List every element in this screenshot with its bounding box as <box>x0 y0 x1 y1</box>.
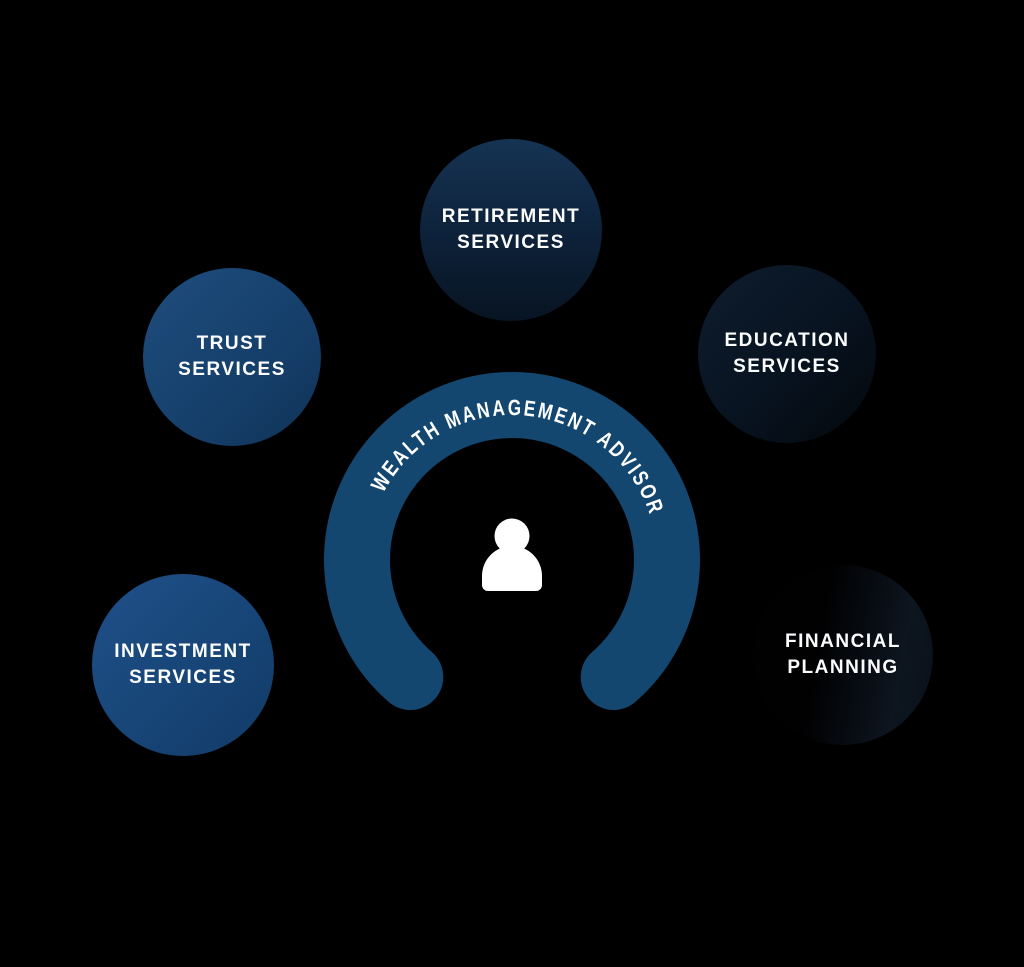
node-label: TRUST SERVICES <box>178 331 286 383</box>
node-label-line: FINANCIAL <box>785 631 901 652</box>
node-label: EDUCATION SERVICES <box>724 328 849 380</box>
node-label: FINANCIAL PLANNING <box>785 629 901 681</box>
node-label-line: RETIREMENT <box>441 206 581 227</box>
advisor-arc-ring <box>324 372 700 710</box>
node-label: RETIREMENT SERVICES <box>442 204 581 256</box>
node-investment-services: INVESTMENT SERVICES <box>92 574 274 756</box>
node-education-services: EDUCATION SERVICES <box>698 265 876 443</box>
node-trust-services: TRUST SERVICES <box>143 268 321 446</box>
node-financial-planning: FINANCIAL PLANNING <box>753 565 933 745</box>
node-label-line: TRUST <box>196 333 268 354</box>
node-label-line: INVESTMENT <box>114 641 252 662</box>
node-label-line: SERVICES <box>178 359 286 380</box>
person-icon <box>482 518 542 591</box>
node-label-line: EDUCATION <box>724 330 850 351</box>
node-retirement-services: RETIREMENT SERVICES <box>420 139 602 321</box>
node-label: INVESTMENT SERVICES <box>114 639 251 691</box>
node-label-line: PLANNING <box>787 657 899 678</box>
node-label-line: SERVICES <box>457 232 565 253</box>
node-label-line: SERVICES <box>129 667 237 688</box>
node-label-line: SERVICES <box>733 356 841 377</box>
